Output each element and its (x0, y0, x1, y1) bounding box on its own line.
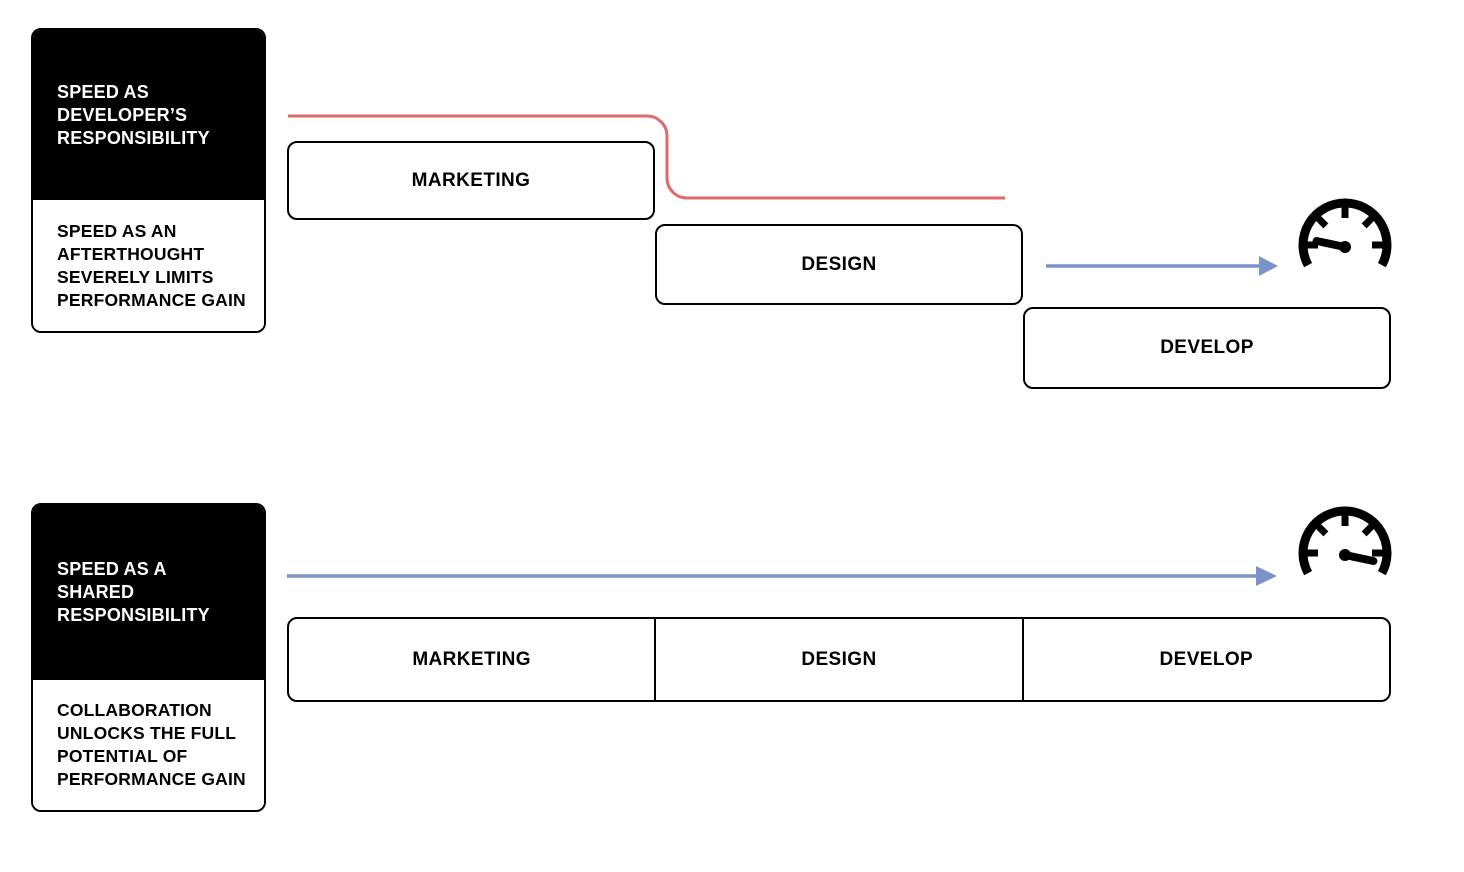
stage-segment-marketing: MARKETING (289, 619, 654, 700)
card-title: SPEED AS DEVELOPER’S RESPONSIBILITY (33, 30, 264, 200)
stage-box-design: DESIGN (655, 224, 1023, 305)
speedometer-needle-low-icon (1298, 198, 1392, 268)
handoff-step-line (288, 114, 1005, 200)
speed-arrow-short (1046, 256, 1278, 276)
stage-label: MARKETING (411, 169, 531, 191)
stage-label: DEVELOP (1160, 337, 1254, 358)
info-card-shared-responsibility: SPEED AS A SHARED RESPONSIBILITY COLLABO… (31, 503, 266, 812)
stage-box-develop: DEVELOP (1023, 307, 1391, 389)
speed-arrow-long (287, 566, 1277, 586)
stage-segment-develop: DEVELOP (1021, 619, 1389, 700)
card-description: COLLABORATION UNLOCKS THE FULL POTENTIAL… (33, 680, 264, 810)
card-title: SPEED AS A SHARED RESPONSIBILITY (33, 505, 264, 680)
stage-label: DESIGN (801, 253, 877, 275)
stage-segment-design: DESIGN (654, 619, 1021, 700)
stage-label: DEVELOP (1159, 648, 1254, 670)
info-card-developer-responsibility: SPEED AS DEVELOPER’S RESPONSIBILITY SPEE… (31, 28, 266, 333)
card-description: SPEED AS AN AFTERTHOUGHT SEVERELY LIMITS… (33, 200, 264, 331)
speedometer-needle-high-icon (1298, 506, 1392, 576)
stage-row-shared: MARKETING DESIGN DEVELOP (287, 617, 1391, 702)
stage-label: MARKETING (412, 648, 531, 670)
stage-label: DESIGN (801, 648, 877, 670)
stage-box-marketing: MARKETING (287, 141, 655, 220)
